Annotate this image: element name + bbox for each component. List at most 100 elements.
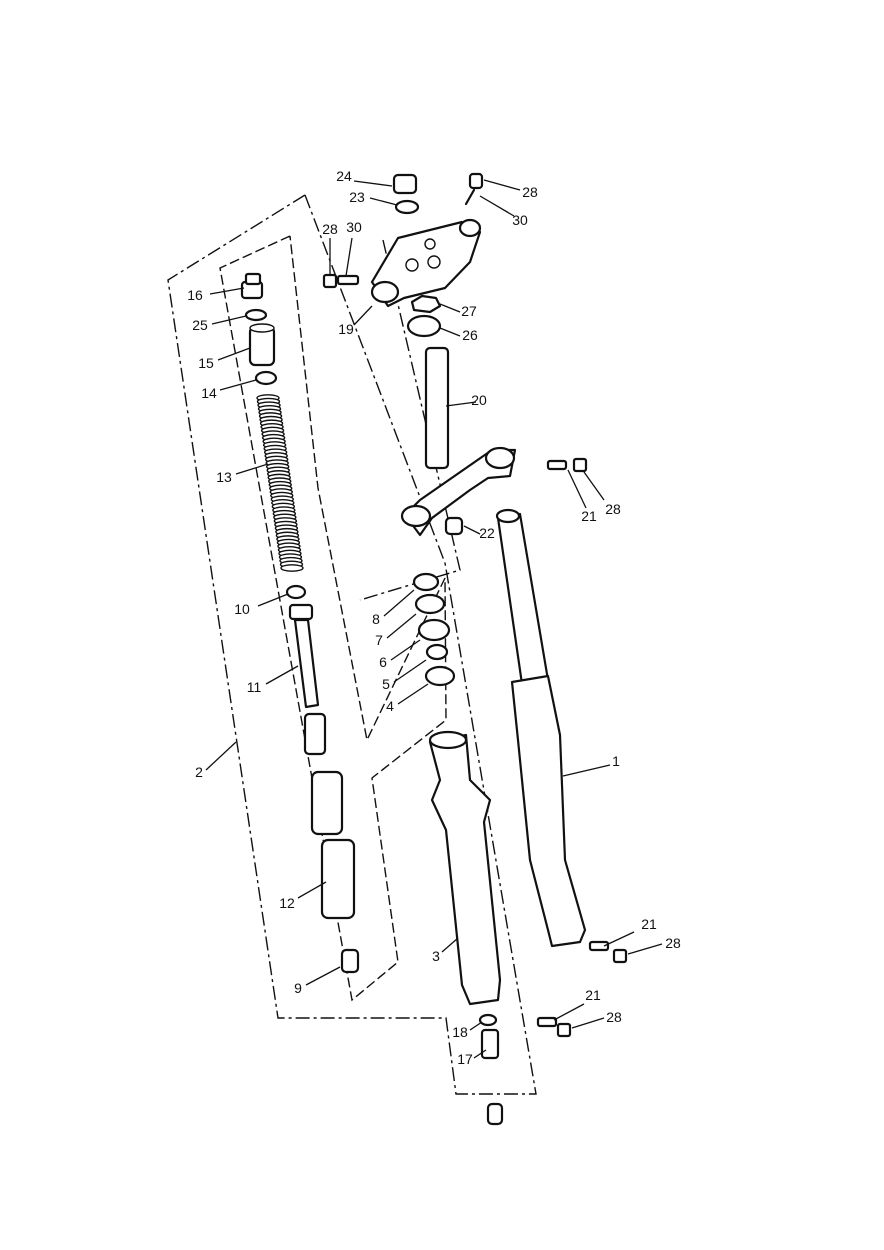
- part-7-seal: [414, 593, 446, 615]
- leader-line-1: [562, 764, 611, 777]
- callout-28: 28: [665, 935, 681, 951]
- callout-16: 16: [187, 287, 203, 303]
- callout-27: 27: [461, 303, 477, 319]
- part-1-fork-leg-complete: [495, 508, 587, 948]
- part-20-bottom-yoke-stem: [400, 346, 517, 537]
- leader-line-4: [397, 683, 429, 705]
- callout-1: 1: [612, 753, 620, 769]
- callout-17: 17: [457, 1051, 473, 1067]
- leader-line-28: [483, 179, 521, 191]
- leader-line-24: [353, 180, 393, 187]
- callout-7: 7: [375, 632, 383, 648]
- part-6-bush: [417, 618, 451, 642]
- leader-line-23: [369, 197, 398, 206]
- callout-28: 28: [606, 1009, 622, 1025]
- spring-coil: [280, 564, 304, 572]
- leader-line-28: [583, 471, 605, 501]
- leader-line-3: [441, 937, 459, 953]
- leader-line-12: [297, 881, 327, 899]
- leader-line-9: [305, 966, 341, 986]
- part-27-nut: [410, 294, 442, 314]
- callout-20: 20: [471, 392, 487, 408]
- leader-line-17: [473, 1049, 487, 1059]
- callout-26: 26: [462, 327, 478, 343]
- part-10-ring: [285, 584, 307, 600]
- part-9-lock-piece: [340, 948, 360, 974]
- part-4-seal: [424, 665, 456, 687]
- callout-11: 11: [247, 679, 262, 695]
- leader-line-6: [390, 639, 421, 661]
- part-26-bearing: [406, 314, 442, 338]
- callout-2: 2: [195, 764, 203, 780]
- part-25-o-ring: [244, 308, 268, 322]
- leader-line-21: [553, 1003, 585, 1021]
- callout-19: 19: [338, 321, 354, 337]
- callout-28: 28: [605, 501, 621, 517]
- callout-28: 28: [522, 184, 538, 200]
- leader-line-13: [235, 463, 269, 475]
- callout-3: 3: [432, 948, 440, 964]
- callout-28: 28: [322, 221, 338, 237]
- callout-5: 5: [382, 676, 390, 692]
- part-24-nut: [392, 173, 418, 195]
- part-13-spring: [256, 394, 304, 572]
- leader-line-2: [205, 741, 237, 771]
- callout-25: 25: [192, 317, 208, 333]
- callout-30: 30: [346, 219, 362, 235]
- callout-18: 18: [452, 1024, 468, 1040]
- leader-lines: [205, 179, 663, 1059]
- leader-line-28: [627, 943, 663, 955]
- leader-line-18: [469, 1021, 483, 1031]
- leader-line-20: [445, 401, 477, 407]
- callout-22: 22: [479, 525, 495, 541]
- leader-line-10: [257, 593, 289, 607]
- callout-12: 12: [279, 895, 295, 911]
- part-28-30-top-right-bolt: [464, 172, 484, 206]
- part-22-dust-seal: [444, 516, 464, 536]
- callout-labels: 1234567891011121314151617181920212223242…: [187, 168, 681, 1067]
- part-15-spacer: [248, 323, 276, 367]
- leader-line-27: [439, 303, 461, 313]
- leader-line-8: [383, 589, 415, 617]
- leader-line-30: [345, 237, 353, 277]
- leader-line-21: [603, 931, 635, 947]
- callout-24: 24: [336, 168, 352, 184]
- leader-line-25: [211, 315, 247, 325]
- part-18-washer: [478, 1013, 498, 1027]
- leader-line-14: [219, 379, 257, 391]
- callout-15: 15: [198, 355, 214, 371]
- leader-line-28: [571, 1017, 605, 1029]
- leader-line-15: [217, 347, 251, 361]
- part-14-washer: [254, 370, 278, 386]
- leader-line-30: [479, 195, 515, 217]
- part-28-30-top-left-bolt: [322, 273, 360, 289]
- leader-line-21: [567, 469, 587, 509]
- callout-8: 8: [372, 611, 380, 627]
- callout-10: 10: [234, 601, 250, 617]
- leader-line-7: [386, 613, 417, 639]
- callout-21: 21: [585, 987, 601, 1003]
- leader-line-5: [393, 659, 427, 683]
- callout-14: 14: [201, 385, 217, 401]
- leader-line-26: [439, 327, 461, 337]
- leader-line-11: [265, 665, 299, 685]
- part-21-28-lower-bolt-1: [588, 940, 628, 964]
- callout-21: 21: [581, 508, 597, 524]
- part-11-damper-rod: [288, 603, 327, 756]
- callout-23: 23: [349, 189, 365, 205]
- part-8-seal: [412, 572, 440, 592]
- part-5-bush: [425, 643, 449, 661]
- callout-21: 21: [641, 916, 657, 932]
- part-21-28-lower-bolt-2: [536, 1016, 572, 1038]
- part-29-plug: [486, 1102, 504, 1126]
- callout-6: 6: [379, 654, 387, 670]
- part-23-washer: [394, 199, 420, 215]
- callout-9: 9: [294, 980, 302, 996]
- part-3-fork-leg-lower: [428, 730, 502, 1006]
- callout-30: 30: [512, 212, 528, 228]
- callout-13: 13: [216, 469, 232, 485]
- part-12-cylinder: [310, 770, 356, 920]
- part-21-28-bottom-yoke-bolt: [546, 457, 588, 473]
- part-19-top-yoke: [370, 218, 482, 308]
